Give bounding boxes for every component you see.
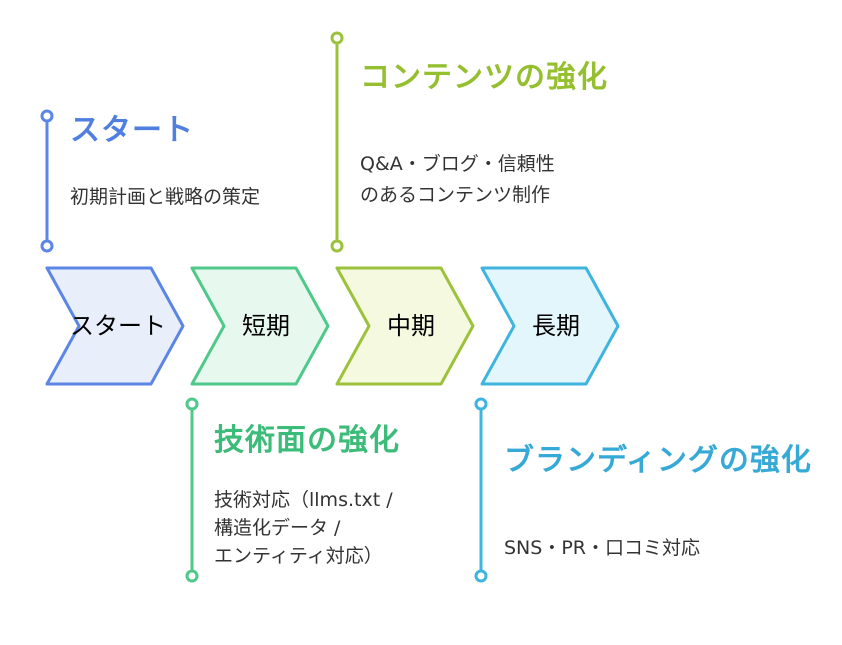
milestone-title-technical: 技術面の強化 (214, 423, 400, 458)
milestone-desc-technical-line2: 構造化データ / (214, 517, 341, 539)
milestone-title-content: コンテンツの強化 (360, 60, 608, 95)
phase-chevron-long: 長期 (480, 266, 620, 386)
phase-label: 中期 (387, 312, 435, 340)
phase-label: 長期 (532, 312, 580, 340)
milestone-line-content (330, 31, 344, 253)
phase-label: 短期 (242, 312, 290, 340)
phase-shape (45, 266, 185, 386)
milestone-title-start: スタート (70, 113, 194, 148)
phase-label: スタート (70, 312, 166, 340)
milestone-desc-content-line1: Q&A・ブログ・信頼性 (360, 153, 555, 175)
milestone-desc-branding: SNS・PR・口コミ対応 (504, 537, 700, 559)
milestone-line-branding (474, 397, 488, 583)
phase-shape (335, 266, 475, 386)
phase-shape (190, 266, 330, 386)
phase-shape (480, 266, 620, 386)
milestone-desc-start: 初期計画と戦略の策定 (70, 186, 261, 208)
phase-chevron-short: 短期 (190, 266, 330, 386)
milestone-desc-content-line2: のあるコンテンツ制作 (360, 184, 551, 206)
phase-chevron-mid: 中期 (335, 266, 475, 386)
milestone-desc-technical-line1: 技術対応（llms.txt / (214, 489, 393, 511)
milestone-desc-technical-line3: エンティティ対応） (214, 545, 383, 567)
phase-chevron-start: スタート (45, 266, 185, 386)
milestone-line-start (40, 109, 54, 253)
milestone-line-technical (185, 397, 199, 583)
milestone-title-branding: ブランディングの強化 (504, 443, 812, 478)
